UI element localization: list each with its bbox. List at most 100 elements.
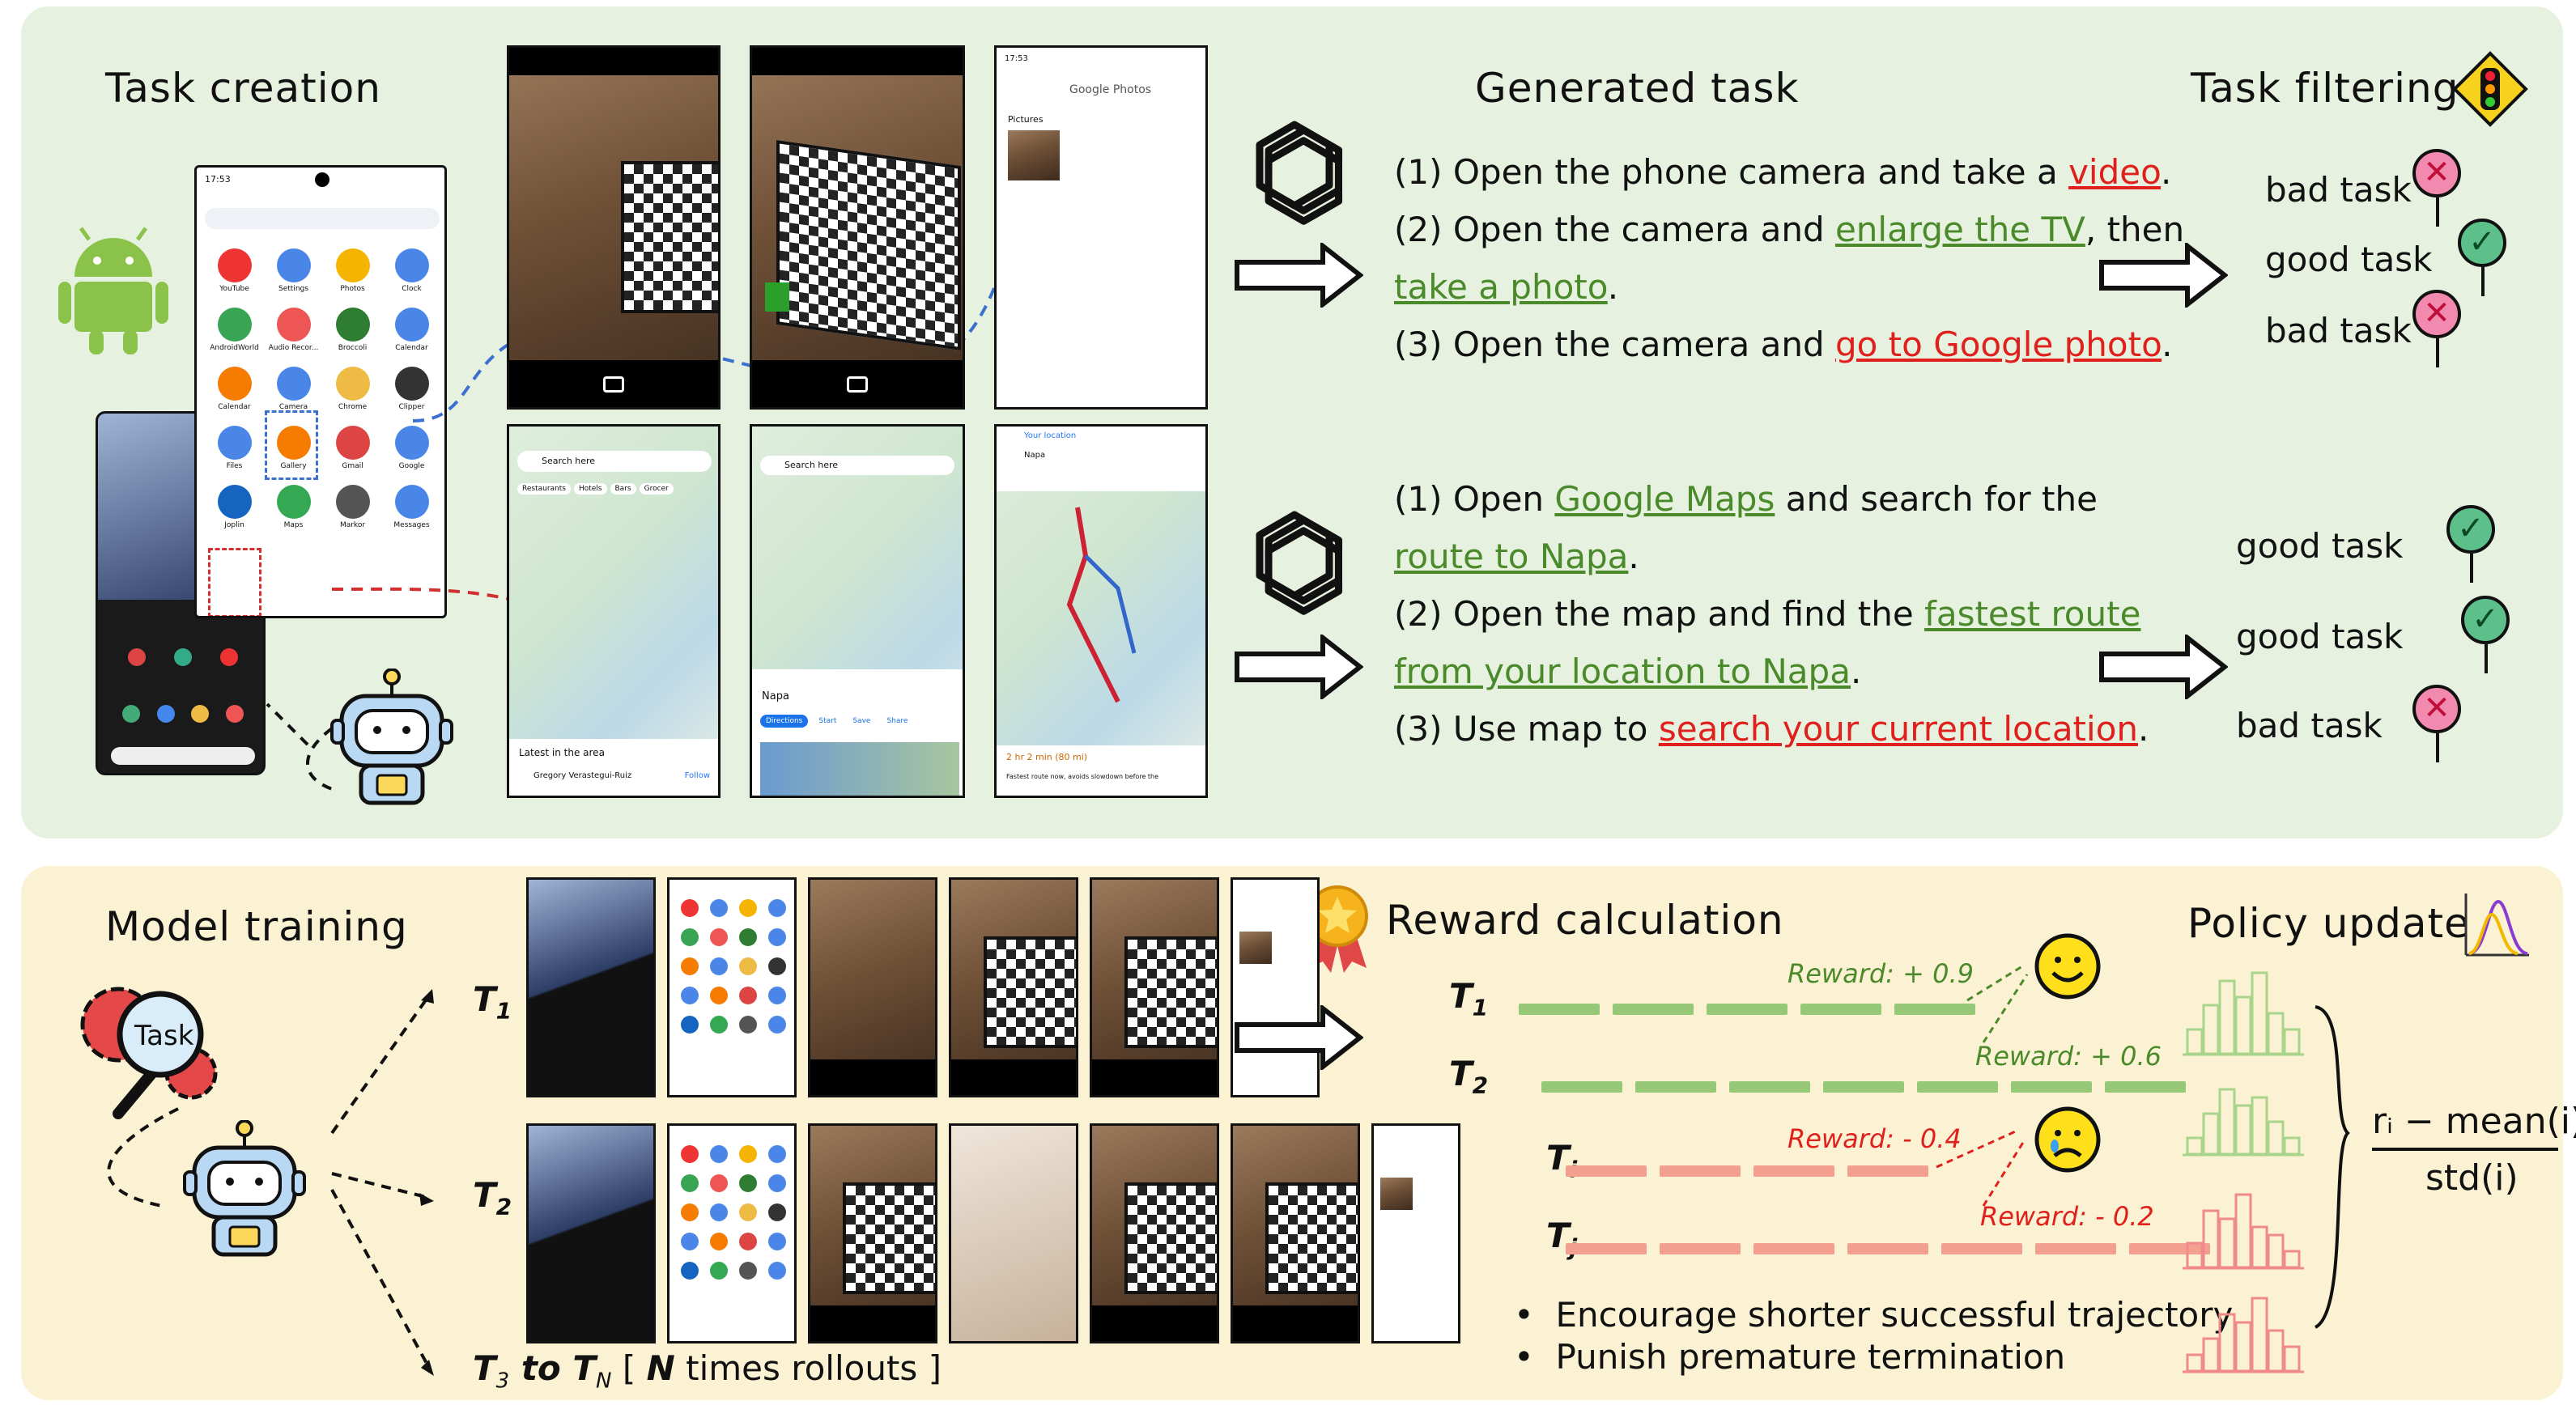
- trajectory-step: [1566, 1165, 1647, 1177]
- app-label: Gallery: [280, 462, 307, 470]
- traj-label-t1: T1: [473, 979, 512, 1025]
- home-search-bar[interactable]: [111, 747, 255, 765]
- histogram-bar: [2186, 1353, 2204, 1373]
- app-13[interactable]: Gallery: [264, 426, 323, 470]
- bad-task-label: bad task: [2236, 706, 2383, 745]
- app-8[interactable]: Calendar: [205, 367, 264, 411]
- reward-value: Reward: + 0.6: [1975, 1041, 2162, 1072]
- chrome-icon[interactable]: [191, 705, 210, 723]
- trajectory-step: [2129, 1243, 2210, 1254]
- generated-task-line: (3) Use map to search your current locat…: [1394, 709, 2149, 749]
- app-10[interactable]: Chrome: [323, 367, 382, 411]
- app-12[interactable]: Files: [205, 426, 264, 470]
- app-icon: [335, 367, 370, 401]
- napa-action-button[interactable]: Directions: [760, 715, 809, 728]
- app-3[interactable]: Clock: [382, 248, 441, 293]
- trajectory-step: [2035, 1243, 2116, 1254]
- smile-icon: [2034, 933, 2101, 1000]
- mini-app-icon: [768, 957, 786, 975]
- app-14[interactable]: Gmail: [323, 426, 382, 470]
- messages-icon[interactable]: [156, 705, 175, 723]
- tv-checkerboard: [984, 936, 1076, 1048]
- mini-app-icon: [710, 1016, 728, 1034]
- napa-action-button[interactable]: Share: [881, 715, 914, 728]
- maps-chip[interactable]: Hotels: [573, 483, 607, 495]
- photo-thumbnail[interactable]: [1008, 130, 1060, 180]
- gmail-icon[interactable]: [128, 648, 147, 666]
- generated-task-line: from your location to Napa.: [1394, 652, 1862, 691]
- napa-action-button[interactable]: Start: [813, 715, 843, 728]
- trajectory-step: [1660, 1165, 1741, 1177]
- mail-icon[interactable]: [225, 705, 244, 723]
- app-0[interactable]: YouTube: [205, 248, 264, 293]
- mini-app-icon: [768, 1203, 786, 1221]
- histogram-bar: [2218, 1313, 2236, 1373]
- app-label: Camera: [278, 403, 308, 411]
- app-1[interactable]: Settings: [264, 248, 323, 293]
- app-label: Clipper: [398, 403, 425, 411]
- maps-chip[interactable]: Restaurants: [517, 483, 571, 495]
- reward-value: Reward: + 0.9: [1787, 958, 1974, 989]
- histogram-bar: [2283, 1136, 2301, 1156]
- app-5[interactable]: Audio Recor...: [264, 308, 323, 352]
- generated-task-line: (2) Open the camera and enlarge the TV, …: [1394, 210, 2185, 249]
- mini-app-icon: [739, 1016, 757, 1034]
- arrow-to-tasks-2: [1235, 635, 1363, 699]
- formula-numerator: rᵢ − mean(i): [2372, 1101, 2576, 1142]
- histogram-bar: [2267, 1329, 2285, 1373]
- app-15[interactable]: Google: [382, 426, 441, 470]
- mini-app-icon: [681, 987, 699, 1004]
- app-icon: [276, 308, 311, 342]
- arrow-to-filter-1: [2099, 243, 2228, 308]
- app-label: Files: [226, 462, 243, 470]
- check-pin-icon: ✓: [2458, 219, 2506, 296]
- mini-app-icon: [710, 987, 728, 1004]
- photos-icon[interactable]: [173, 648, 192, 666]
- mini-app-icon: [710, 1262, 728, 1280]
- maps-chip[interactable]: Grocer: [639, 483, 674, 495]
- route-to[interactable]: Napa: [1024, 451, 1046, 460]
- histogram-bar: [2234, 995, 2252, 1055]
- advantage-histogram: [2183, 971, 2304, 1056]
- generated-task-line: route to Napa.: [1394, 537, 1639, 576]
- reward-value: Reward: - 0.4: [1787, 1123, 1962, 1154]
- camera-shutter-icon[interactable]: [847, 376, 868, 393]
- app-icon: [217, 485, 252, 519]
- route-from[interactable]: Your location: [1024, 431, 1077, 440]
- app-19[interactable]: Messages: [382, 485, 441, 529]
- rollout-caption: T3 to TN [ N times rollouts ]: [473, 1348, 942, 1394]
- camera-shutter-icon[interactable]: [603, 376, 624, 393]
- trajectory-step: [1660, 1243, 1741, 1254]
- histogram-bar: [2251, 1297, 2268, 1373]
- mini-app-icon: [739, 899, 757, 917]
- app-18[interactable]: Markor: [323, 485, 382, 529]
- app-4[interactable]: AndroidWorld: [205, 308, 264, 352]
- maps-latest-label: Latest in the area: [519, 747, 605, 758]
- task-highlight: fastest route: [1924, 594, 2141, 634]
- mini-app-icon: [710, 899, 728, 917]
- histogram-bar: [2283, 1345, 2301, 1373]
- app-icon: [217, 248, 252, 282]
- mini-app-icon: [681, 928, 699, 946]
- phone-icon[interactable]: [122, 705, 141, 723]
- app-16[interactable]: Joplin: [205, 485, 264, 529]
- napa-action-button[interactable]: Save: [847, 715, 877, 728]
- route-line: [1066, 507, 1137, 703]
- app-label: Google: [398, 462, 425, 470]
- app-9[interactable]: Camera: [264, 367, 323, 411]
- drawer-search-bar[interactable]: [205, 208, 440, 229]
- app-17[interactable]: Maps: [264, 485, 323, 529]
- app-2[interactable]: Photos: [323, 248, 382, 293]
- maps-chip[interactable]: Bars: [610, 483, 636, 495]
- mini-app-icon: [768, 1016, 786, 1034]
- maps-search-input[interactable]: Search here: [517, 451, 712, 472]
- bad-task-label: bad task: [2265, 170, 2412, 210]
- maps-follow-link[interactable]: Follow: [684, 771, 710, 780]
- youtube-icon[interactable]: [219, 648, 238, 666]
- app-11[interactable]: Clipper: [382, 367, 441, 411]
- app-label: Markor: [339, 521, 366, 529]
- app-label: Chrome: [338, 403, 368, 411]
- app-6[interactable]: Broccoli: [323, 308, 382, 352]
- app-7[interactable]: Calendar: [382, 308, 441, 352]
- mini-app-icon: [768, 1233, 786, 1250]
